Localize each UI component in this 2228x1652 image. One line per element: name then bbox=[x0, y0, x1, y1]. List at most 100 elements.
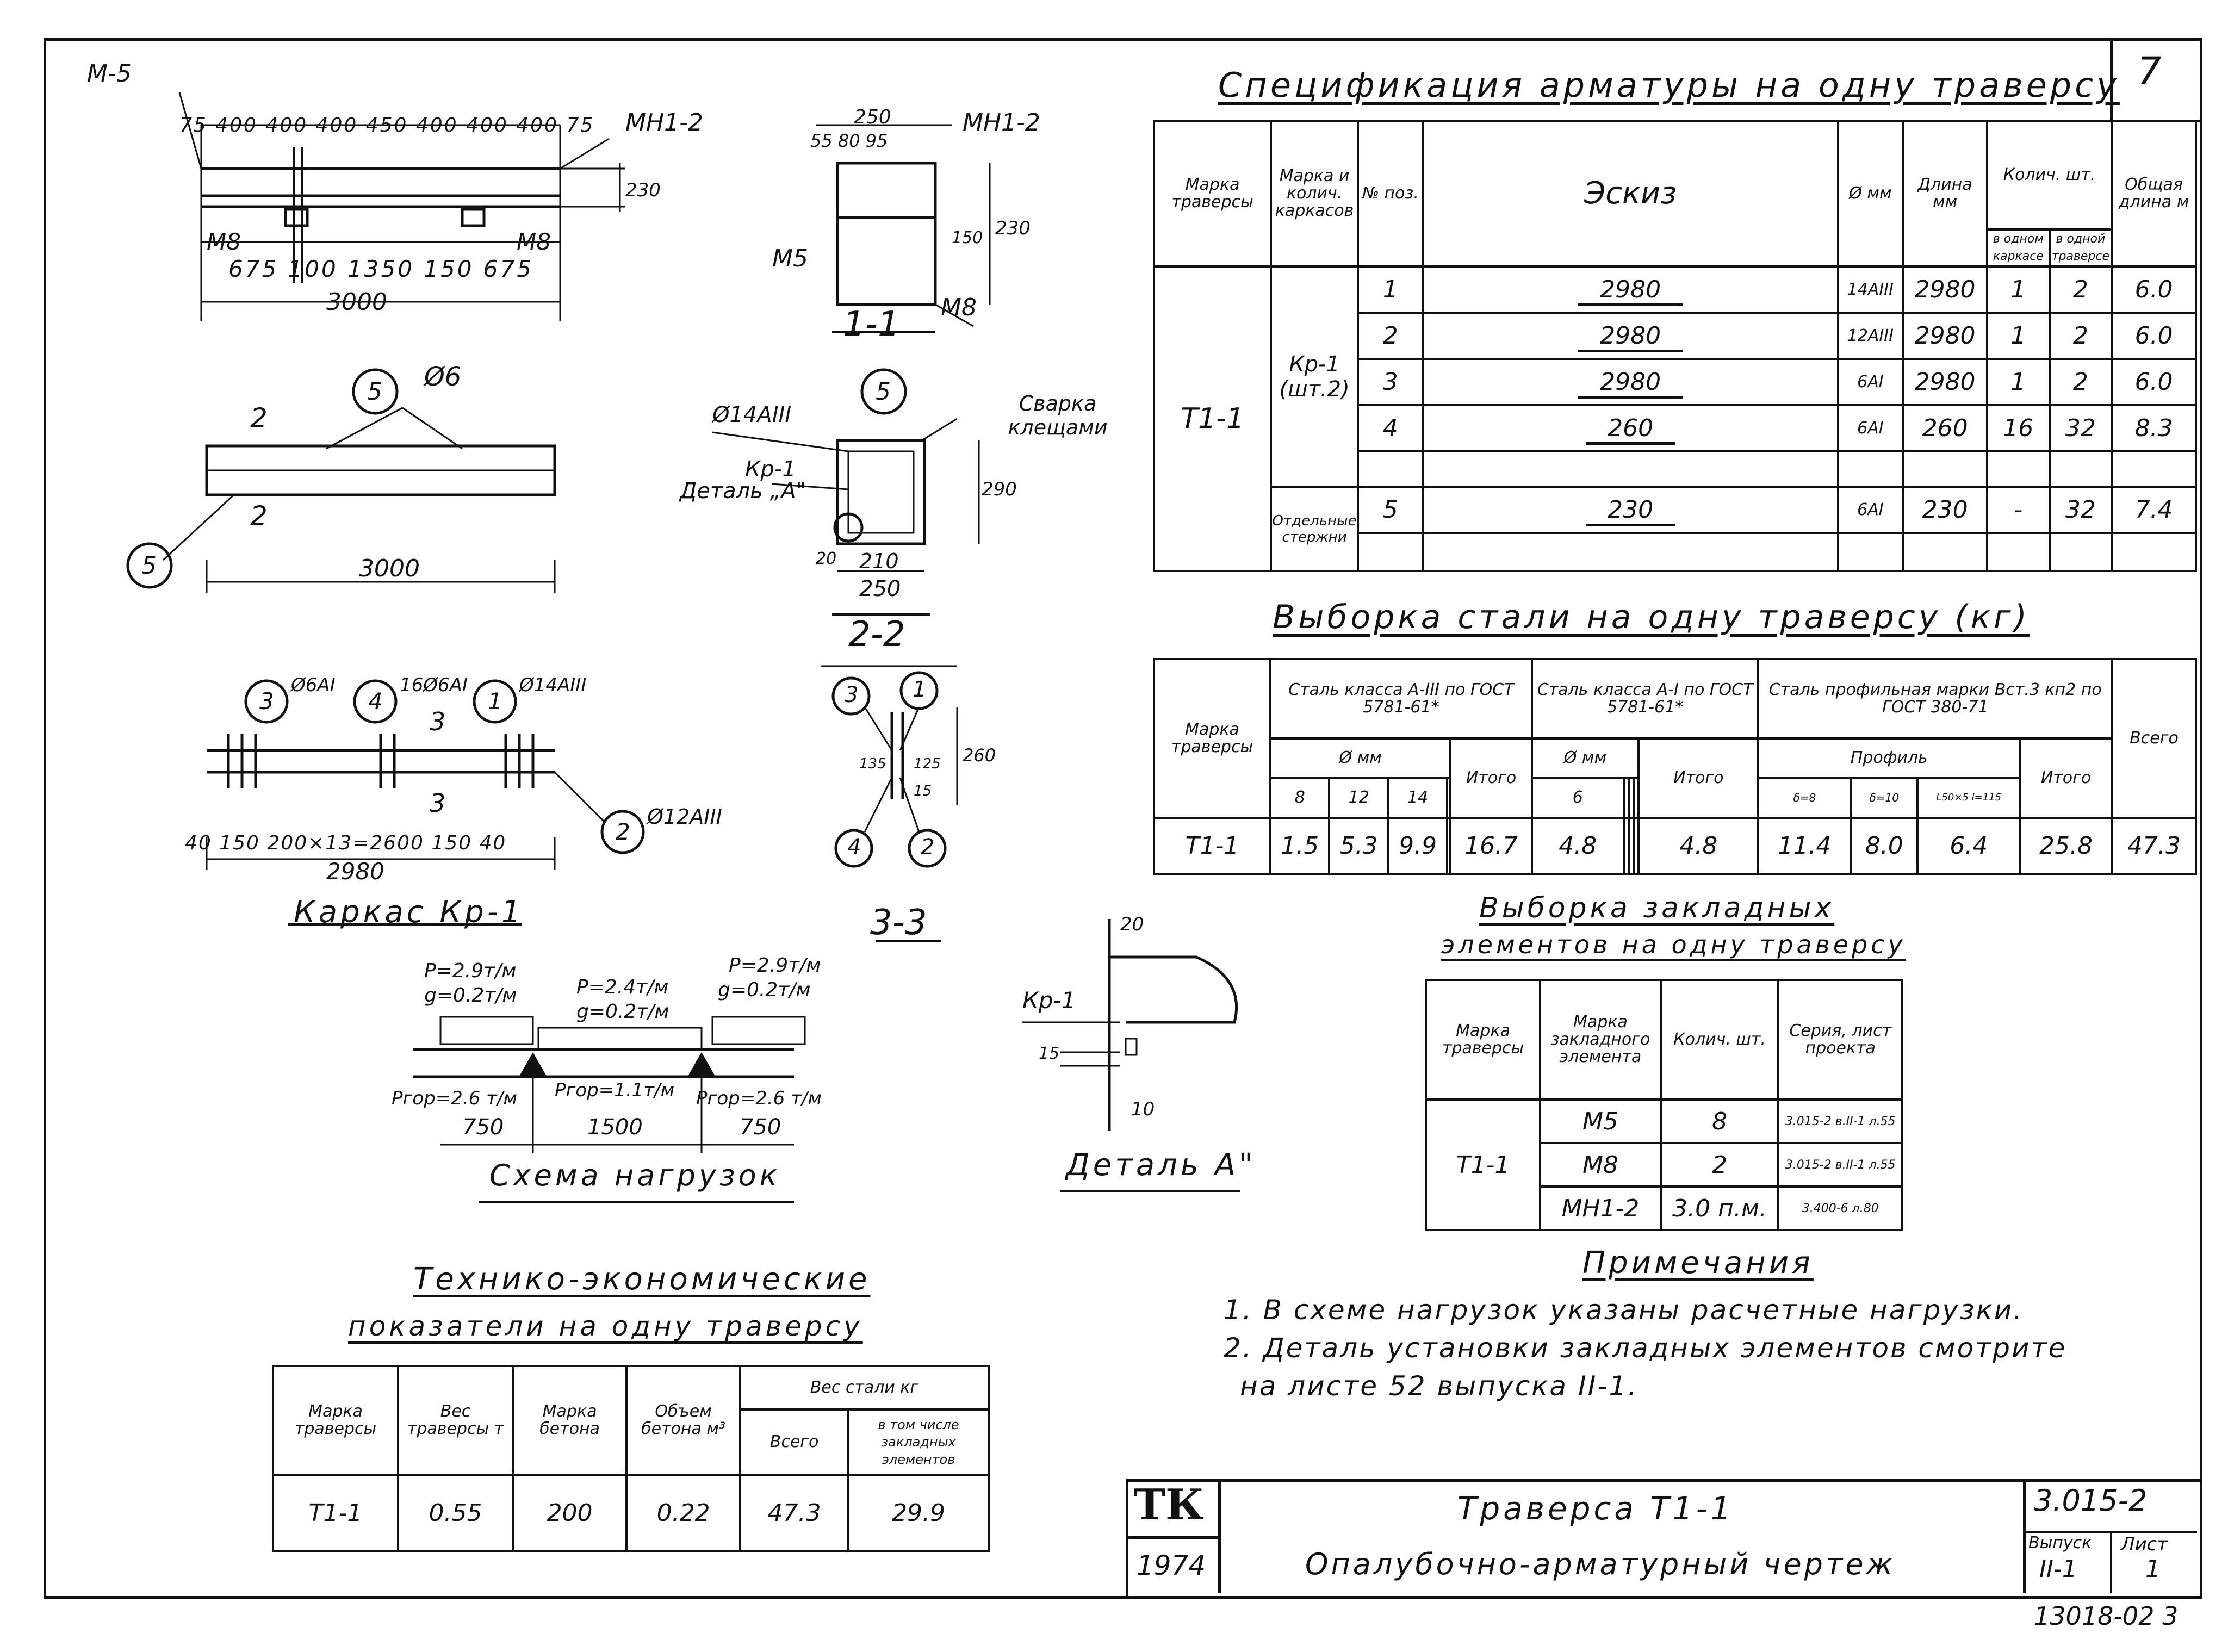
load-h2: Pгор=1.1т/м bbox=[555, 1079, 675, 1101]
spec-eskiz: 260 bbox=[1422, 404, 1839, 452]
spec-pos: 1 bbox=[1357, 265, 1424, 314]
load-scheme bbox=[413, 1016, 806, 1203]
spec-dlina: 2980 bbox=[1902, 358, 1988, 406]
karkas-plan bbox=[126, 368, 556, 593]
tb-vypusk-label: Выпуск bbox=[2028, 1533, 2092, 1552]
steel-d: 8 bbox=[1269, 777, 1331, 819]
spec-otdelnye: Отдельные стержни bbox=[1270, 486, 1359, 572]
tb-year-cell bbox=[1126, 1536, 1221, 1593]
label-k-16phi6: 16Ø6AI bbox=[400, 674, 468, 696]
tech-cell: 0.55 bbox=[397, 1474, 514, 1552]
spec-total: 6.0 bbox=[2111, 265, 2197, 314]
embed-table: Марка траверсы Марка закладного элемента… bbox=[1424, 979, 1903, 1231]
spec-eskiz: 230 bbox=[1422, 486, 1839, 534]
s33-15: 15 bbox=[914, 783, 932, 799]
cut-3-3-title: 3-3 bbox=[870, 903, 927, 943]
tech-h-obem: Объем бетона м³ bbox=[625, 1365, 742, 1476]
spec-empty bbox=[1985, 450, 2051, 488]
label-230: 230 bbox=[625, 179, 661, 201]
load-h3: Pгор=2.6 т/м bbox=[696, 1088, 822, 1109]
tech-cell: 47.3 bbox=[739, 1474, 850, 1552]
spec-diam: 6AI bbox=[1836, 404, 1904, 452]
spec-h-obshaya: Общая длина м bbox=[2111, 120, 2197, 268]
note-3: на листе 52 выпуска II-1. bbox=[1240, 1370, 1639, 1402]
tb-list-label: Лист bbox=[2121, 1533, 2168, 1555]
detail-20: 20 bbox=[1120, 914, 1144, 935]
label-m8-right: М8 bbox=[517, 228, 551, 255]
label-3000-top: 3000 bbox=[326, 288, 387, 316]
c4-s33: 4 bbox=[847, 835, 861, 860]
spec-h-marka: Марка траверсы bbox=[1152, 120, 1273, 268]
c1-s33: 1 bbox=[913, 677, 927, 702]
spec-empty bbox=[2111, 450, 2197, 488]
spec-empty bbox=[1985, 532, 2051, 572]
embed-kol: 3.0 п.м. bbox=[1659, 1185, 1780, 1231]
spec-dlina: 2980 bbox=[1902, 265, 1988, 314]
spec-k2: 32 bbox=[2048, 404, 2113, 452]
spec-k2: 2 bbox=[2048, 265, 2113, 314]
spec-empty bbox=[2111, 532, 2197, 572]
label-svarka: Сварка клещами bbox=[1008, 392, 1108, 439]
embed-h-marka: Марка траверсы bbox=[1424, 979, 1542, 1101]
mark-2-top: 2 bbox=[250, 402, 268, 434]
tech-h-zakl: в том числе закладных элементов bbox=[847, 1408, 990, 1476]
load-750-left: 750 bbox=[462, 1115, 504, 1140]
tb-list: 1 bbox=[2145, 1555, 2161, 1583]
spec-pos: 5 bbox=[1357, 486, 1424, 534]
spec-empty bbox=[1836, 450, 1904, 488]
tech-h-beton: Марка бетона bbox=[512, 1365, 628, 1476]
steel-itogo: 4.8 bbox=[1637, 816, 1760, 876]
s11-dims: 250 bbox=[854, 106, 891, 128]
steel-d: 12 bbox=[1328, 777, 1389, 819]
steel-v: 1.5 bbox=[1269, 816, 1331, 876]
section-3-3 bbox=[821, 665, 958, 942]
spec-pos: 2 bbox=[1357, 312, 1424, 360]
label-3000-karkas: 3000 bbox=[359, 555, 420, 582]
steel-vsego: 47.3 bbox=[2111, 816, 2197, 876]
steel-table: Марка траверсы Сталь класса А-III по ГОС… bbox=[1153, 658, 2197, 876]
tech-cell: 0.22 bbox=[625, 1474, 742, 1552]
tb-series: 3.015-2 bbox=[2034, 1483, 2148, 1518]
detail-10: 10 bbox=[1131, 1098, 1155, 1120]
spec-diam: 6AI bbox=[1836, 358, 1904, 406]
label-k-dims: 40 150 200×13=2600 150 40 bbox=[185, 832, 507, 854]
label-phi6: Ø6 bbox=[424, 362, 462, 392]
steel-h-itogo: Итого bbox=[2019, 737, 2113, 819]
spec-pos: 4 bbox=[1357, 404, 1424, 452]
spec-karkas: Кр-1 (шт.2) bbox=[1270, 265, 1359, 488]
embed-ser: 3.400-6 л.80 bbox=[1777, 1185, 1903, 1231]
tech-cell: Т1-1 bbox=[271, 1474, 400, 1552]
spec-k1: - bbox=[1985, 486, 2051, 534]
tb-year: 1974 bbox=[1137, 1550, 1206, 1581]
note-1: 1. В схеме нагрузок указаны расчетные на… bbox=[1224, 1294, 2024, 1326]
karkas-elevation bbox=[206, 679, 645, 926]
section-1-1 bbox=[816, 124, 991, 333]
spec-h-dlina: Длина мм bbox=[1902, 120, 1988, 268]
s11-m8: М8 bbox=[941, 294, 977, 321]
steel-h-dmm: Ø мм bbox=[1530, 737, 1640, 779]
spec-h-k1: в одном каркасе bbox=[1985, 228, 2051, 268]
tech-h-marka: Марка траверсы bbox=[271, 1365, 400, 1476]
steel-d: δ=10 bbox=[1850, 777, 1919, 819]
sheet-number: 7 bbox=[2137, 49, 2162, 94]
spec-eskiz: 2980 bbox=[1422, 358, 1839, 406]
steel-v-empty bbox=[1627, 816, 1635, 876]
steel-h-a3: Сталь класса А-III по ГОСТ 5781-61* bbox=[1269, 658, 1533, 740]
c3-s33: 3 bbox=[845, 682, 859, 707]
detail-15: 15 bbox=[1039, 1044, 1060, 1063]
circle-5-s22: 5 bbox=[876, 378, 891, 406]
spec-eskiz-len: 2980 bbox=[1578, 368, 1683, 399]
spec-total: 6.0 bbox=[2111, 358, 2197, 406]
s33-260: 260 bbox=[963, 745, 996, 766]
tb-title-1: Траверса Т1-1 bbox=[1457, 1490, 1734, 1527]
tech-title-2: показатели на одну траверсу bbox=[348, 1311, 863, 1342]
note-2: 2. Деталь установки закладных элементов … bbox=[1224, 1332, 2067, 1364]
tb-logo: ТК bbox=[1134, 1480, 1204, 1530]
spec-empty bbox=[1902, 532, 1988, 572]
steel-h-prof: Сталь профильная марки Вст.3 кп2 по ГОСТ… bbox=[1757, 658, 2113, 740]
tb-right-vdivider bbox=[2110, 1531, 2112, 1593]
karkas-title: Каркас Кр-1 bbox=[294, 895, 524, 930]
circle-3-karkas: 3 bbox=[259, 688, 274, 715]
detail-kr1: Кр-1 bbox=[1022, 987, 1076, 1014]
drawing-sheet bbox=[44, 38, 2202, 1599]
